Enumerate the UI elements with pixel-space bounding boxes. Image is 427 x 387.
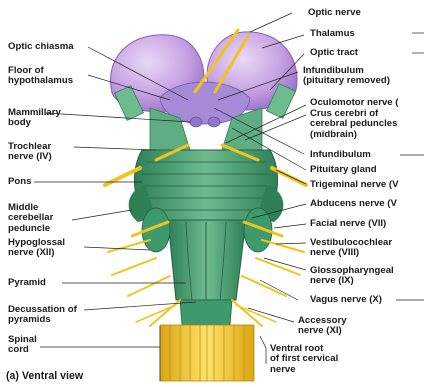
label-pyramid: Pyramid: [8, 278, 46, 288]
label-pituitary-gland: Pituitary gland: [310, 165, 377, 175]
label-vagus-nerve: Vagus nerve (X): [310, 295, 382, 305]
label-floor-of-hypothalamus: Floor of hypothalamus: [8, 66, 73, 87]
label-optic-tract: Optic tract: [310, 48, 358, 58]
label-glossopharyngeal-nerve: Glossopharyngeal nerve (IX): [310, 266, 394, 287]
label-decussation-of-pyramids: Decussation of pyramids: [8, 305, 77, 326]
medulla: [142, 208, 272, 300]
label-trigeminal-nerve: Trigeminal nerve (V: [310, 180, 399, 190]
label-thalamus: Thalamus: [310, 29, 355, 39]
label-optic-nerve: Optic nerve: [308, 8, 361, 18]
label-middle-cerebellar-peduncle: Middle cerebellar peduncle: [8, 203, 53, 234]
label-hypoglossal-nerve: Hypoglossal nerve (XII): [8, 238, 65, 259]
label-spinal-cord: Spinal cord: [8, 335, 37, 356]
label-trochlear-nerve: Trochlear nerve (IV): [8, 142, 52, 163]
spinal-cord: [160, 300, 254, 381]
label-mammillary-body: Mammillary body: [8, 108, 61, 129]
label-facial-nerve: Facial nerve (VII): [310, 219, 386, 229]
label-infundibulum-pituitary-removed: Infundibulum (pituitary removed): [303, 66, 390, 87]
label-vestibulocochlear-nerve: Vestibulocochlear nerve (VIII): [310, 238, 392, 259]
label-abducens-nerve: Abducens nerve (V: [310, 199, 397, 209]
label-accessory-nerve: Accessory nerve (XI): [298, 316, 347, 337]
label-crus-cerebri: Crus cerebri of cerebral peduncles (midb…: [310, 109, 397, 140]
label-ventral-root-first-cervical-nerve: Ventral root of first cervical nerve: [270, 344, 338, 375]
label-pons: Pons: [8, 177, 31, 187]
label-infundibulum: Infundibulum: [310, 150, 371, 160]
figure-caption: (a) Ventral view: [6, 370, 83, 382]
label-optic-chiasma: Optic chiasma: [8, 42, 74, 52]
label-oculomotor-nerve: Oculomotor nerve (: [310, 98, 399, 108]
